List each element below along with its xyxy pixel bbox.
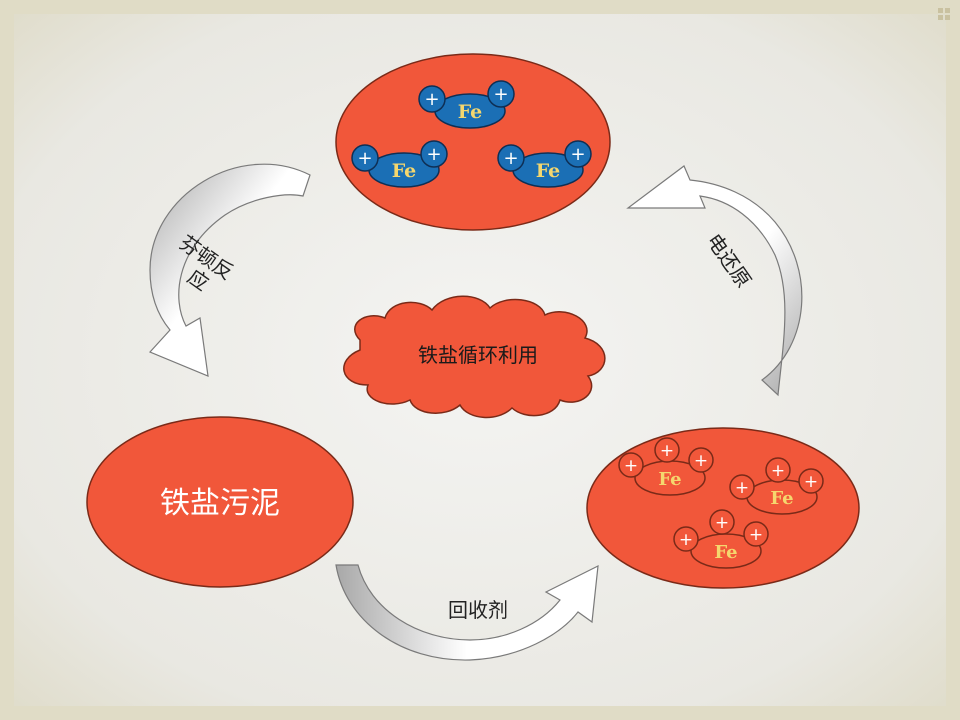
positive-charge-icon	[654, 437, 680, 463]
positive-charge-icon	[418, 85, 446, 113]
fe3-ion: + + Fe	[351, 140, 448, 188]
positive-charge-icon	[688, 447, 714, 473]
fenton-arrow	[148, 163, 311, 377]
fe3-ion: + + Fe	[497, 140, 592, 188]
charge-sign: +	[570, 144, 585, 165]
center-cloud	[343, 295, 606, 419]
charge-sign: +	[694, 451, 708, 471]
center-label: 铁盐循环利用	[418, 343, 538, 367]
charge-sign: +	[493, 84, 508, 105]
positive-charge-icon	[709, 509, 735, 535]
fe-symbol: Fe	[658, 469, 681, 490]
positive-charge-icon	[765, 457, 791, 483]
fe3-ion: + + Fe	[418, 80, 515, 129]
recovery-arrow	[335, 564, 599, 661]
positive-charge-icon	[729, 474, 755, 500]
corner-ornament	[938, 8, 950, 20]
positive-charge-icon	[497, 144, 525, 172]
positive-charge-icon	[618, 452, 644, 478]
fe-symbol: Fe	[714, 542, 737, 563]
charge-sign: +	[735, 478, 749, 498]
charge-sign: +	[804, 472, 818, 492]
charge-sign: +	[424, 89, 439, 110]
charge-sign: +	[624, 456, 638, 476]
charge-sign: +	[749, 525, 763, 545]
charge-sign: +	[715, 513, 729, 533]
positive-charge-icon	[743, 521, 769, 547]
charge-sign: +	[503, 148, 518, 169]
fe3-ion-group: + + Fe + + Fe + + Fe	[351, 80, 592, 188]
positive-charge-icon	[487, 80, 515, 108]
left-border-band	[0, 0, 14, 720]
sludge-label: 铁盐污泥	[160, 486, 280, 521]
fe-symbol: Fe	[770, 488, 793, 509]
charge-sign: +	[426, 144, 441, 165]
fe2-ion: + + + Fe	[673, 509, 769, 569]
right-border-band	[946, 0, 960, 720]
sludge-node	[86, 416, 354, 588]
positive-charge-icon	[564, 140, 592, 168]
charge-sign: +	[357, 148, 372, 169]
fe-symbol: Fe	[536, 160, 561, 182]
fe2-ion: + + + Fe	[729, 457, 824, 515]
electro-reduction-arrow	[626, 165, 803, 397]
fe2-ion-group: + + + Fe + + + Fe + + + Fe	[618, 437, 824, 569]
recovery-label: 回收剂	[448, 598, 508, 622]
positive-charge-icon	[351, 144, 379, 172]
top-border-band	[0, 0, 960, 14]
bottom-border-band	[0, 706, 960, 720]
fe2-ion: + + + Fe	[618, 437, 714, 496]
fe-symbol: Fe	[392, 160, 417, 182]
fe-symbol: Fe	[458, 101, 483, 123]
positive-charge-icon	[420, 140, 448, 168]
charge-sign: +	[660, 441, 674, 461]
charge-sign: +	[771, 461, 785, 481]
charge-sign: +	[679, 530, 693, 550]
positive-charge-icon	[798, 468, 824, 494]
fe3-node	[335, 53, 611, 231]
positive-charge-icon	[673, 526, 699, 552]
